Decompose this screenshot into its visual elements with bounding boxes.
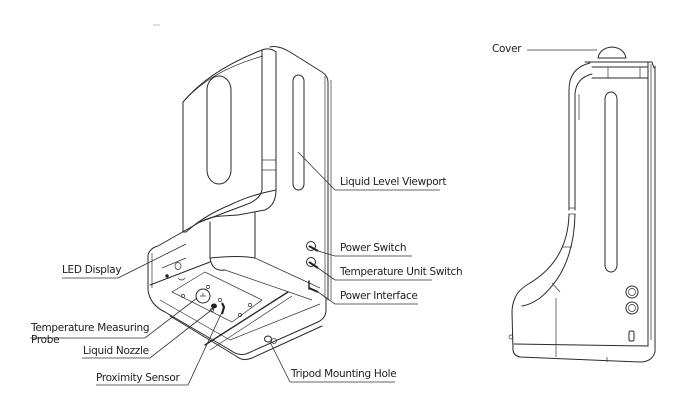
side-viewport-slot	[604, 91, 618, 273]
label-tripod-mounting-hole: Tripod Mounting Hole	[291, 368, 397, 380]
label-proximity-sensor: Proximity Sensor	[96, 372, 180, 384]
side-power-interface	[628, 330, 635, 342]
power-switch-knob	[306, 241, 316, 251]
leader-tripod-mounting-hole	[269, 341, 395, 383]
side-view-device	[508, 46, 656, 363]
temp-unit-switch-knob	[306, 257, 316, 267]
leader-power-switch	[317, 250, 412, 257]
temperature-probe-lens	[195, 288, 211, 304]
leader-proximity-sensor	[96, 311, 223, 386]
front-view-device	[147, 46, 332, 361]
label-temperature-unit-switch: Temperature Unit Switch	[340, 266, 463, 278]
label-power-interface: Power Interface	[340, 290, 418, 302]
leader-power-interface	[317, 291, 418, 305]
label-temperature-measuring-probe-line1: Temperature Measuring	[31, 322, 150, 334]
leader-led-display	[62, 243, 187, 279]
leader-liquid-nozzle	[82, 307, 215, 359]
side-temp-unit-button	[625, 301, 639, 315]
cover-dome	[597, 46, 627, 59]
label-cover: Cover	[492, 43, 522, 55]
tripod-hole	[264, 335, 272, 343]
liquid-level-viewport-slot	[292, 74, 305, 191]
label-liquid-level-viewport: Liquid Level Viewport	[340, 176, 447, 188]
front-view-leaders	[30, 151, 440, 386]
leader-liquid-level-viewport	[297, 151, 440, 191]
liquid-nozzle-mark	[211, 303, 217, 309]
leader-temperature-probe	[30, 297, 198, 339]
label-liquid-nozzle: Liquid Nozzle	[83, 345, 149, 357]
left-window	[206, 75, 232, 185]
side-power-button	[625, 285, 639, 299]
label-power-switch: Power Switch	[340, 242, 407, 254]
label-led-display: LED Display	[62, 264, 122, 276]
label-temperature-measuring-probe: Temperature Measuring Probe	[31, 322, 149, 346]
label-temperature-measuring-probe-line2: Probe	[31, 334, 60, 346]
